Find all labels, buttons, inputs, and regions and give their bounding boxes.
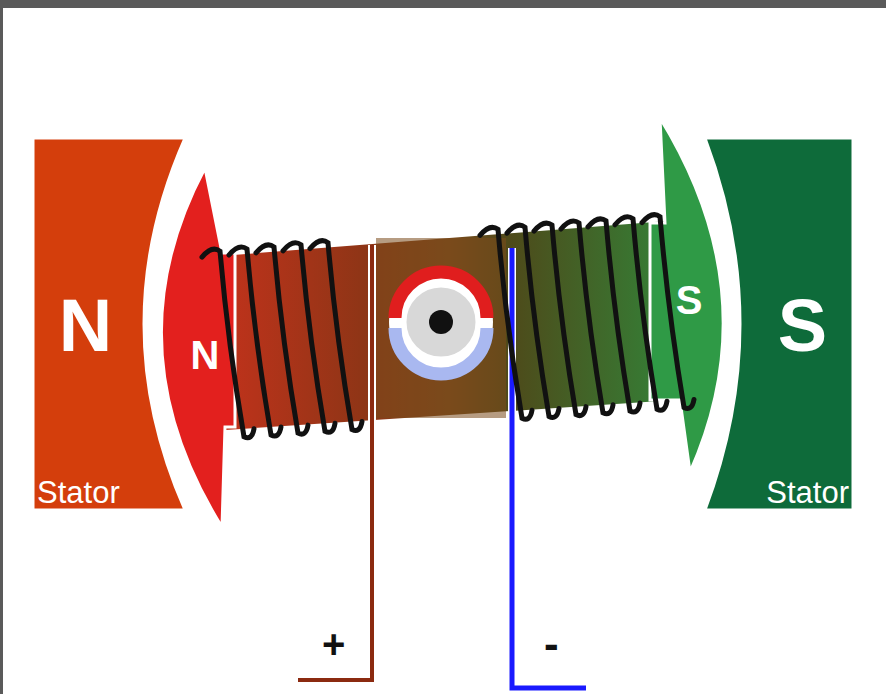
stator-label: Stator: [37, 477, 120, 508]
rotor-pole-right-outline: [650, 118, 723, 472]
pole-letter: N: [59, 289, 112, 363]
coil-winding: [256, 245, 308, 434]
pole-letter-slot: S: [664, 275, 714, 325]
coil-winding: [229, 247, 281, 436]
coil-winding: [507, 225, 559, 417]
coil-winding: [480, 227, 532, 419]
coil-winding: [202, 249, 254, 438]
stator-right-outline: [705, 138, 853, 510]
pole-letter-slot: S: [755, 278, 850, 373]
coil-winding: [642, 215, 694, 409]
coil-winding: [588, 219, 640, 412]
commutator-core: [405, 286, 477, 358]
coil-winding: [615, 217, 667, 410]
rotor-pole-left-outline: [161, 168, 235, 527]
pole-letter-slot: N: [38, 278, 133, 373]
terminal-sign: +: [322, 624, 345, 664]
coil-winding: [310, 241, 362, 431]
pole-letter: S: [676, 280, 703, 320]
frame-edge: [0, 0, 3, 694]
positive-wire: [298, 245, 372, 680]
pole-letter-slot: N: [180, 330, 230, 380]
stator-right: S Stator: [705, 138, 853, 510]
negative-wire-outline: [512, 248, 586, 688]
stator-label-slot: Stator: [37, 472, 165, 508]
commutator-segment-blue: [395, 328, 487, 374]
positive-wire-outline: [298, 245, 372, 680]
commutator-segment-red: [395, 272, 487, 318]
coil-winding: [561, 221, 613, 414]
coil-winding: [534, 223, 586, 416]
rotor-hub: [376, 238, 506, 418]
rotor-arm: [195, 218, 705, 432]
rotor-pole-left: N: [150, 165, 235, 530]
pole-letter: S: [778, 289, 827, 363]
stator-label-slot: Stator: [719, 472, 849, 508]
frame-bar: [0, 0, 886, 8]
terminal-sign: -: [544, 622, 559, 666]
shaft: [429, 310, 453, 334]
negative-wire: [512, 248, 586, 688]
commutator-ring: [389, 270, 493, 374]
stator-label: Stator: [766, 477, 849, 508]
coil-winding: [283, 243, 335, 433]
pole-letter: N: [191, 335, 220, 375]
